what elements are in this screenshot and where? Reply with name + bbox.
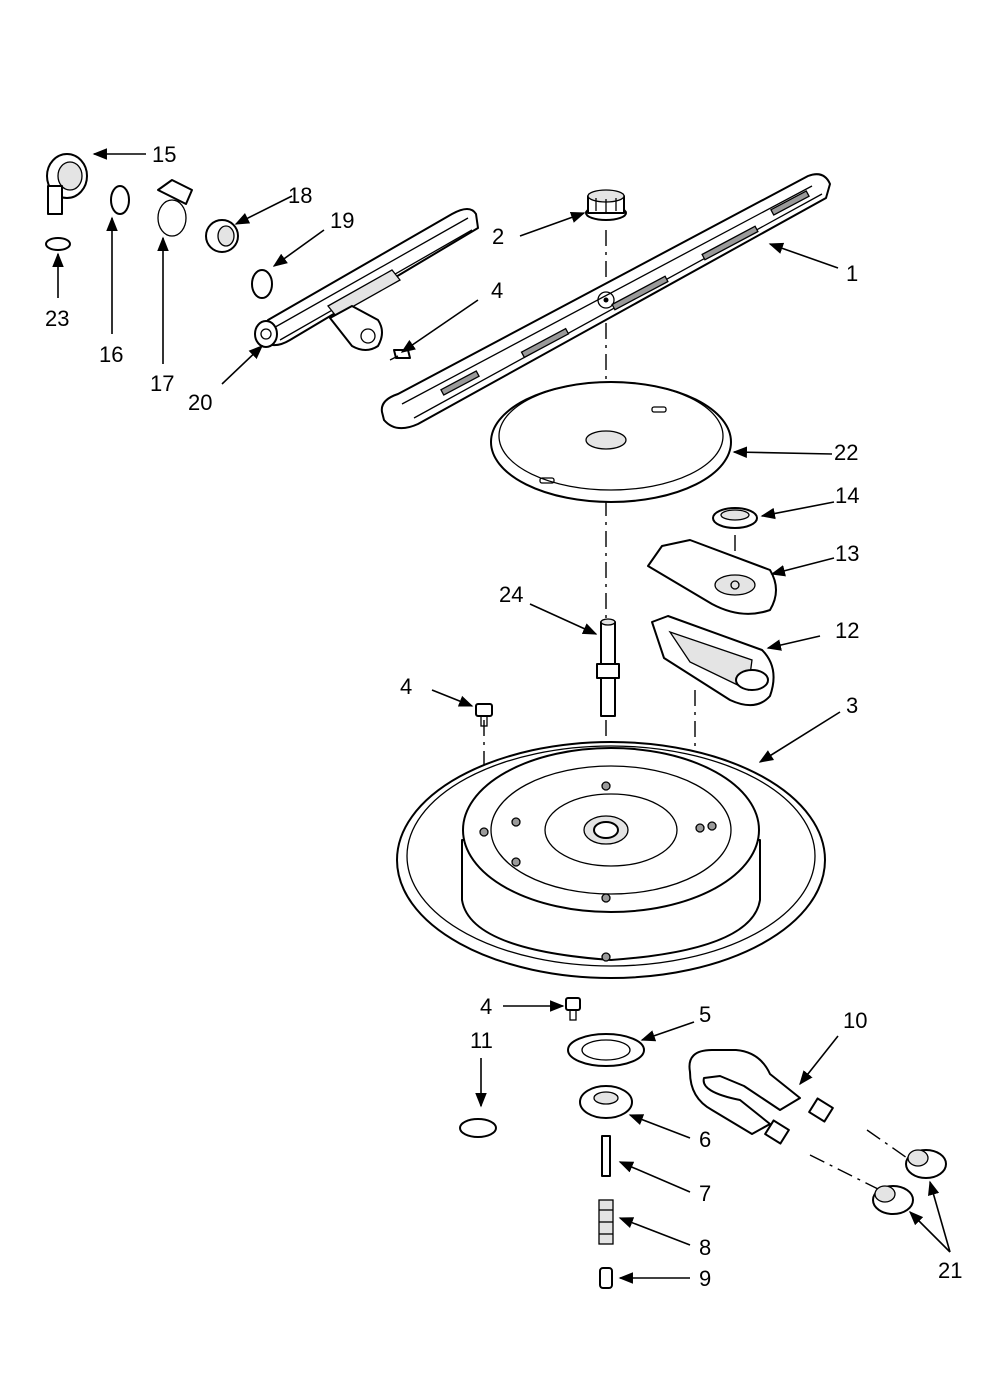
filter-nut xyxy=(712,507,758,529)
callout-20: 20 xyxy=(188,390,212,415)
callout-3: 3 xyxy=(846,693,858,718)
callout-11: 11 xyxy=(470,1028,493,1053)
spray-arm-disc xyxy=(490,381,732,503)
callout-19: 19 xyxy=(330,208,354,233)
callout-5: 5 xyxy=(699,1002,711,1027)
retainer-clip-17 xyxy=(157,179,193,237)
terminal-nut-21-upper xyxy=(905,1149,947,1179)
upper-spray-arm-assembly xyxy=(254,208,479,351)
callout-1: 1 xyxy=(846,261,858,286)
callout-7: 7 xyxy=(699,1181,711,1206)
callout-14: 14 xyxy=(835,483,859,508)
callout-22: 22 xyxy=(834,440,858,465)
screw-upper-arm xyxy=(389,349,411,361)
pin-7 xyxy=(601,1135,611,1177)
plug-9 xyxy=(599,1267,613,1289)
spray-arm-hub xyxy=(585,189,627,221)
callout-17: 17 xyxy=(150,371,174,396)
heating-element xyxy=(688,1049,834,1145)
callout-15: 15 xyxy=(152,142,176,167)
filter-cover xyxy=(647,539,777,615)
callout-8: 8 xyxy=(699,1235,711,1260)
leader-arrows xyxy=(52,148,951,1284)
callout-labels: 1 2 3 4 4 4 5 6 7 8 9 10 11 12 13 14 15 … xyxy=(45,142,962,1291)
drive-shaft xyxy=(596,618,620,717)
gasket-11 xyxy=(459,1118,497,1138)
screw-lower xyxy=(565,997,581,1021)
callout-4-lower: 4 xyxy=(480,994,492,1019)
manifold-elbow xyxy=(46,153,88,215)
callout-21: 21 xyxy=(938,1258,962,1283)
callout-12: 12 xyxy=(835,618,859,643)
bearing-18 xyxy=(205,219,239,253)
callout-4-middle: 4 xyxy=(400,674,412,699)
sump-assembly xyxy=(396,741,826,979)
terminal-nut-21-lower xyxy=(872,1185,914,1215)
retainer-23 xyxy=(45,237,71,251)
seal-plate-5 xyxy=(567,1033,645,1067)
callout-6: 6 xyxy=(699,1127,711,1152)
callout-9: 9 xyxy=(699,1266,711,1291)
callout-16: 16 xyxy=(99,342,123,367)
callout-10: 10 xyxy=(843,1008,867,1033)
callout-18: 18 xyxy=(288,183,312,208)
o-ring-16 xyxy=(110,185,130,215)
screw-sump-left xyxy=(475,703,493,727)
fine-filter xyxy=(651,615,775,707)
lower-spray-arm xyxy=(380,173,831,430)
o-ring-19 xyxy=(251,269,273,299)
callout-13: 13 xyxy=(835,541,859,566)
callout-2: 2 xyxy=(492,224,504,249)
callout-23: 23 xyxy=(45,306,69,331)
spring-8 xyxy=(598,1199,614,1245)
diaphragm-6 xyxy=(579,1085,633,1119)
callout-24: 24 xyxy=(499,582,523,607)
callout-4-upper: 4 xyxy=(491,278,503,303)
